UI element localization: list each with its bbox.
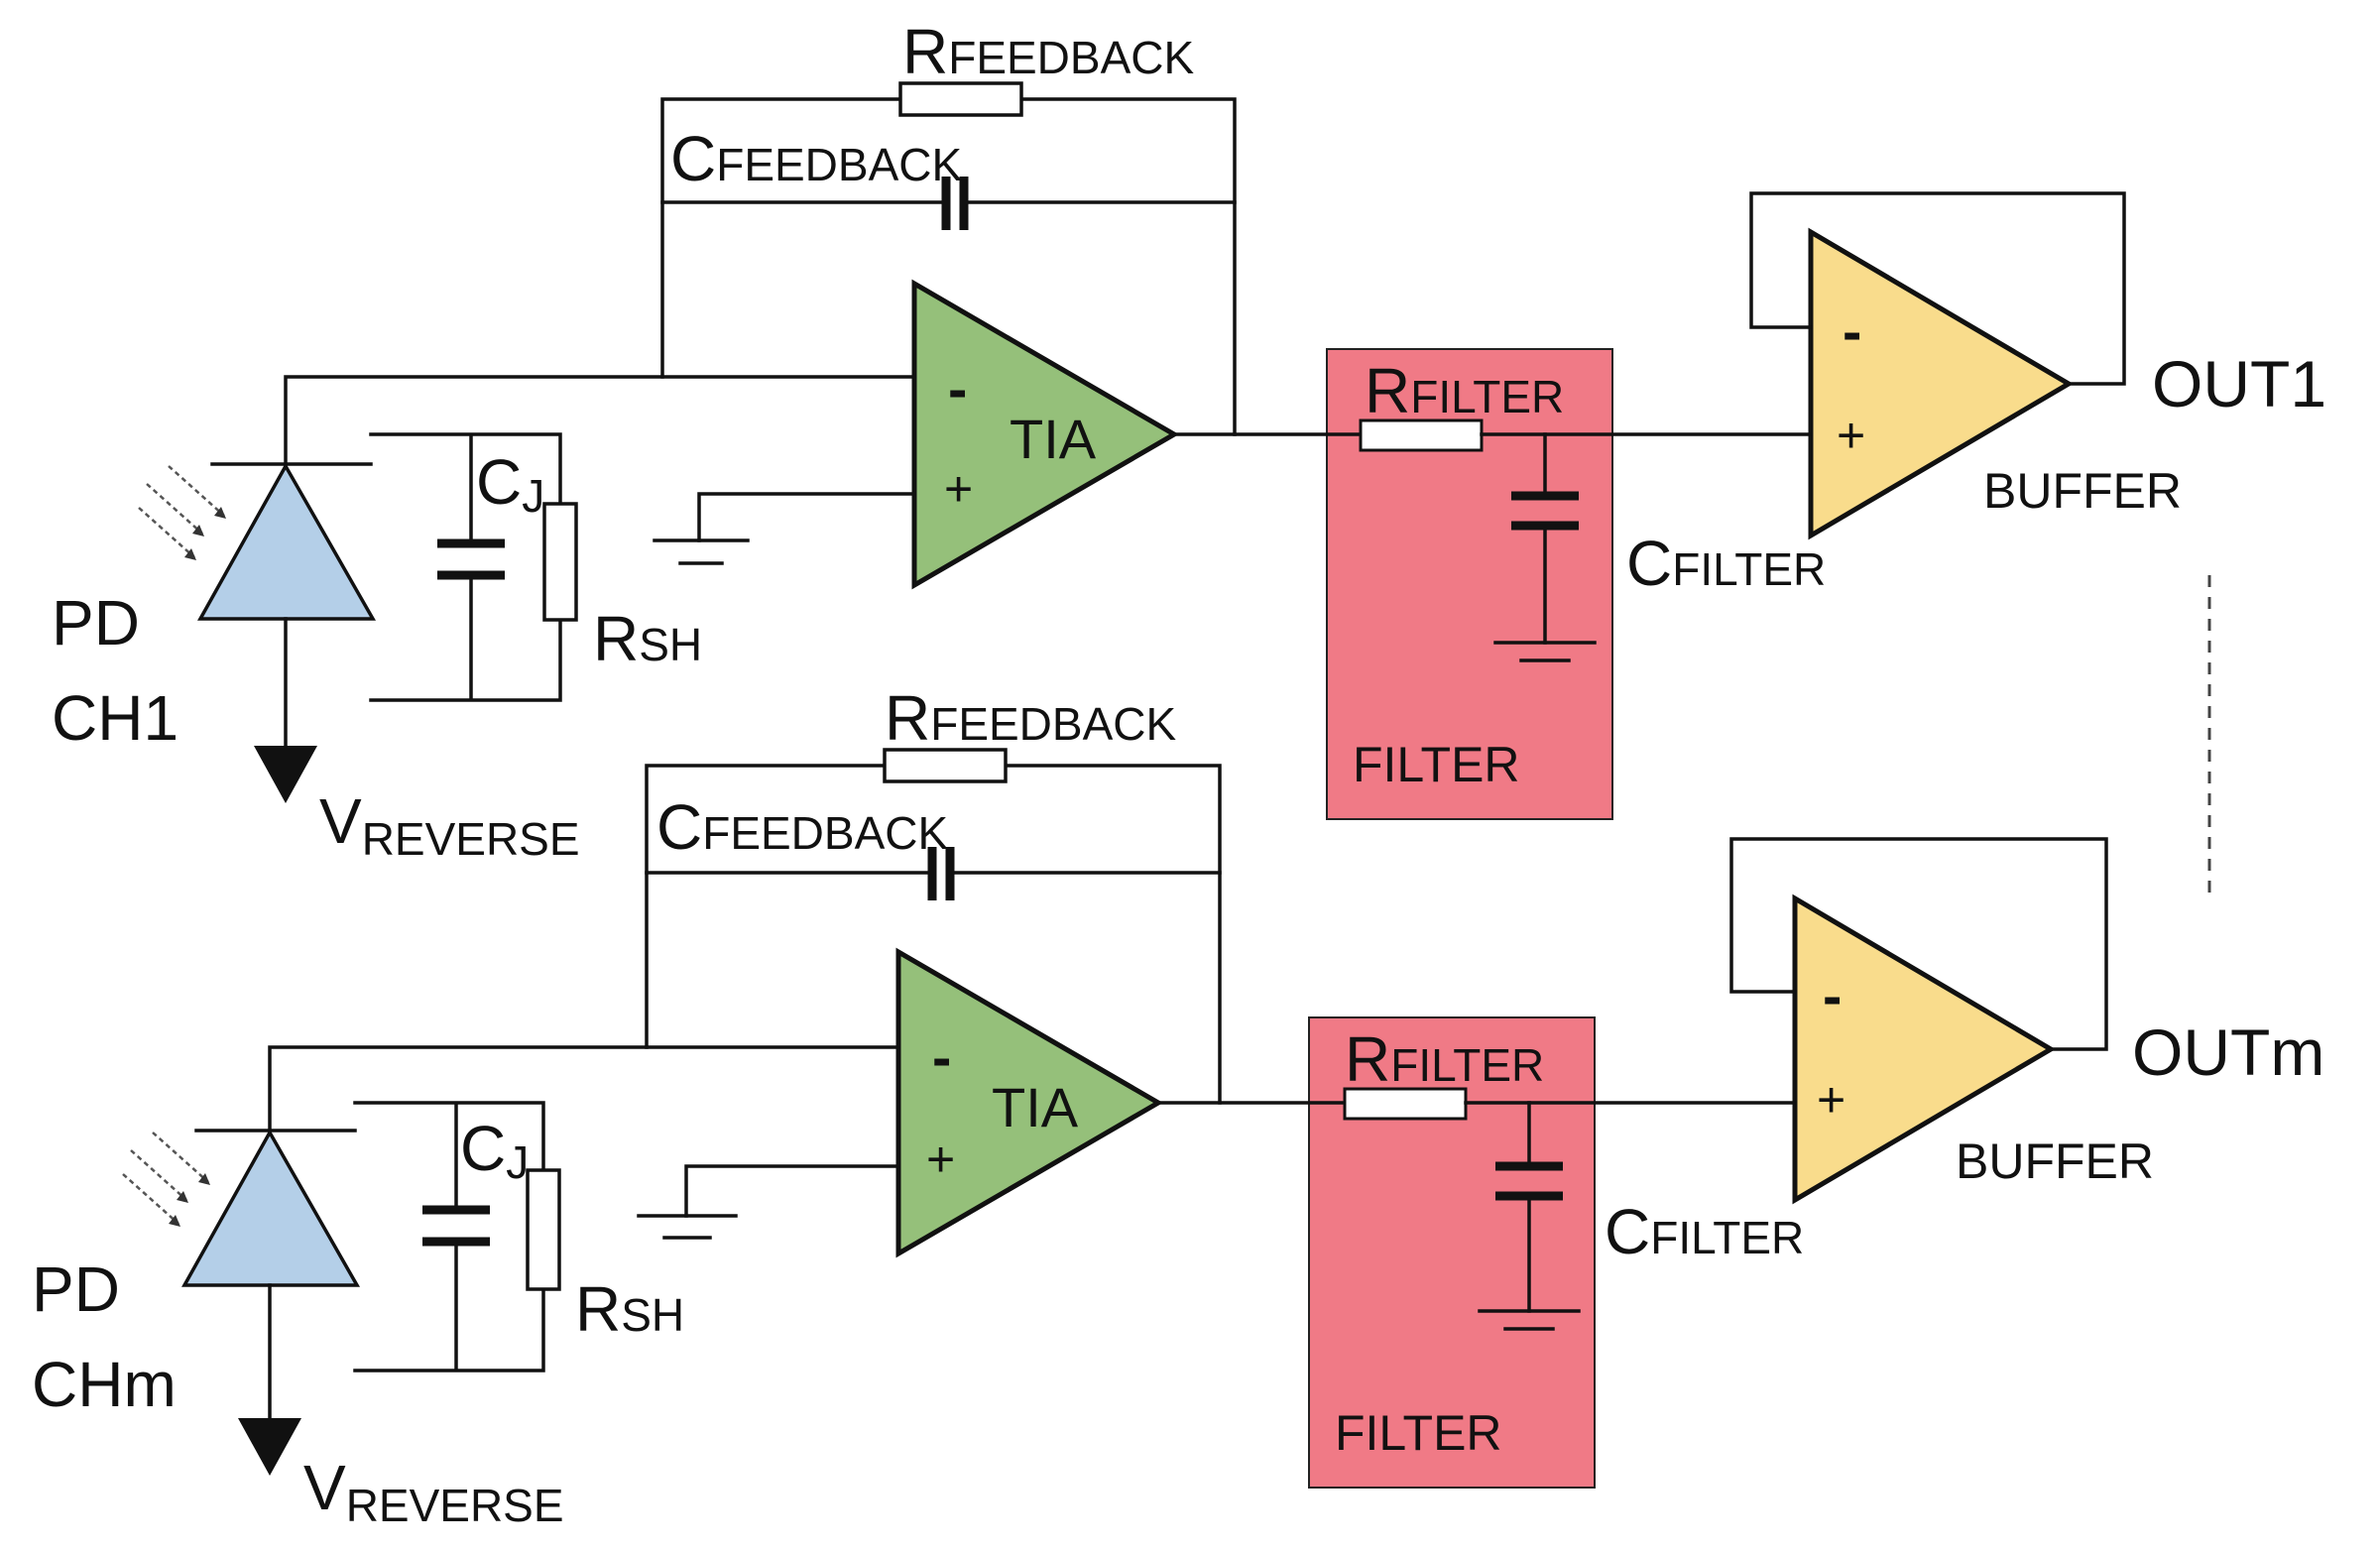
- buffer-feedback-wire: [1749, 191, 2126, 386]
- tia-noninverting-input-wire: [697, 492, 916, 542]
- vreverse-arrow: [238, 1418, 301, 1476]
- vreverse-arrow: [254, 746, 317, 803]
- pd-label: PD: [52, 587, 140, 658]
- buffer-opamp: [1792, 894, 2056, 1205]
- tia-label: TIA: [992, 1076, 1079, 1138]
- tia-plus-sign: +: [926, 1132, 955, 1187]
- cfilter-label: CFILTER: [1626, 528, 1826, 599]
- vreverse-label: VREVERSE: [319, 785, 580, 865]
- pd-label: PD: [32, 1253, 120, 1325]
- light-arrows-icon: [138, 465, 225, 558]
- feedback-resistor: [898, 81, 1023, 117]
- filter-block-label: FILTER: [1335, 1405, 1502, 1461]
- buffer-feedback-wire: [1729, 837, 2108, 1051]
- vreverse-label: VREVERSE: [303, 1452, 564, 1531]
- shunt-resistor: [542, 502, 578, 622]
- rsh-label: RSH: [593, 603, 702, 674]
- photodiode-triangle: [181, 1129, 361, 1287]
- output-label: OUT1: [2152, 347, 2326, 420]
- buffer-plus-sign: +: [1837, 408, 1865, 463]
- buffer-label: BUFFER: [1983, 463, 2182, 519]
- pd-channel-label: CHm: [32, 1349, 177, 1420]
- cfeedback-label: CFEEDBACK: [656, 791, 948, 863]
- buffer-minus-sign: -: [1843, 299, 1861, 364]
- buffer-label: BUFFER: [1956, 1133, 2154, 1189]
- tia-plus-sign: +: [944, 461, 973, 517]
- pd-channel-label: CH1: [52, 682, 178, 754]
- tia-inverting-input-wire: [268, 1045, 900, 1133]
- buffer-minus-sign: -: [1823, 964, 1842, 1028]
- rfeedback-label: RFEEDBACK: [885, 682, 1176, 754]
- light-arrows-icon: [122, 1132, 209, 1225]
- rfilter-label: RFILTER: [1345, 1023, 1544, 1095]
- buffer-plus-sign: +: [1817, 1072, 1845, 1128]
- rfilter-label: RFILTER: [1365, 355, 1564, 426]
- cfeedback-label: CFEEDBACK: [670, 123, 962, 194]
- tia-minus-sign: -: [932, 1025, 951, 1090]
- tia-label: TIA: [1010, 408, 1097, 470]
- cj-rsh-wire: [353, 1101, 545, 1372]
- shunt-resistor: [526, 1168, 561, 1291]
- rsh-label: RSH: [575, 1273, 684, 1345]
- photodiode-triangle: [197, 462, 377, 621]
- tia-noninverting-input-wire: [684, 1164, 900, 1218]
- tia-inverting-input-wire: [284, 375, 916, 466]
- channel-1: RFEEDBACK CFEEDBACK CJ RSH PD CH1 VREVER…: [52, 16, 2326, 865]
- channel-m: RFEEDBACK CFEEDBACK CJ RSH PD CHm VREVER…: [32, 682, 2324, 1531]
- cj-label: CJ: [460, 1113, 529, 1188]
- buffer-opamp: [1808, 227, 2074, 540]
- cj-rsh-wire: [369, 432, 562, 702]
- cj-label: CJ: [476, 446, 544, 522]
- rfeedback-label: RFEEDBACK: [902, 16, 1194, 87]
- cfilter-label: CFILTER: [1605, 1196, 1804, 1267]
- output-label: OUTm: [2132, 1015, 2324, 1089]
- feedback-resistor: [883, 748, 1008, 783]
- tia-opamp: [895, 947, 1163, 1258]
- tia-opamp: [911, 279, 1179, 590]
- tia-minus-sign: -: [948, 357, 967, 421]
- filter-block-label: FILTER: [1353, 737, 1520, 792]
